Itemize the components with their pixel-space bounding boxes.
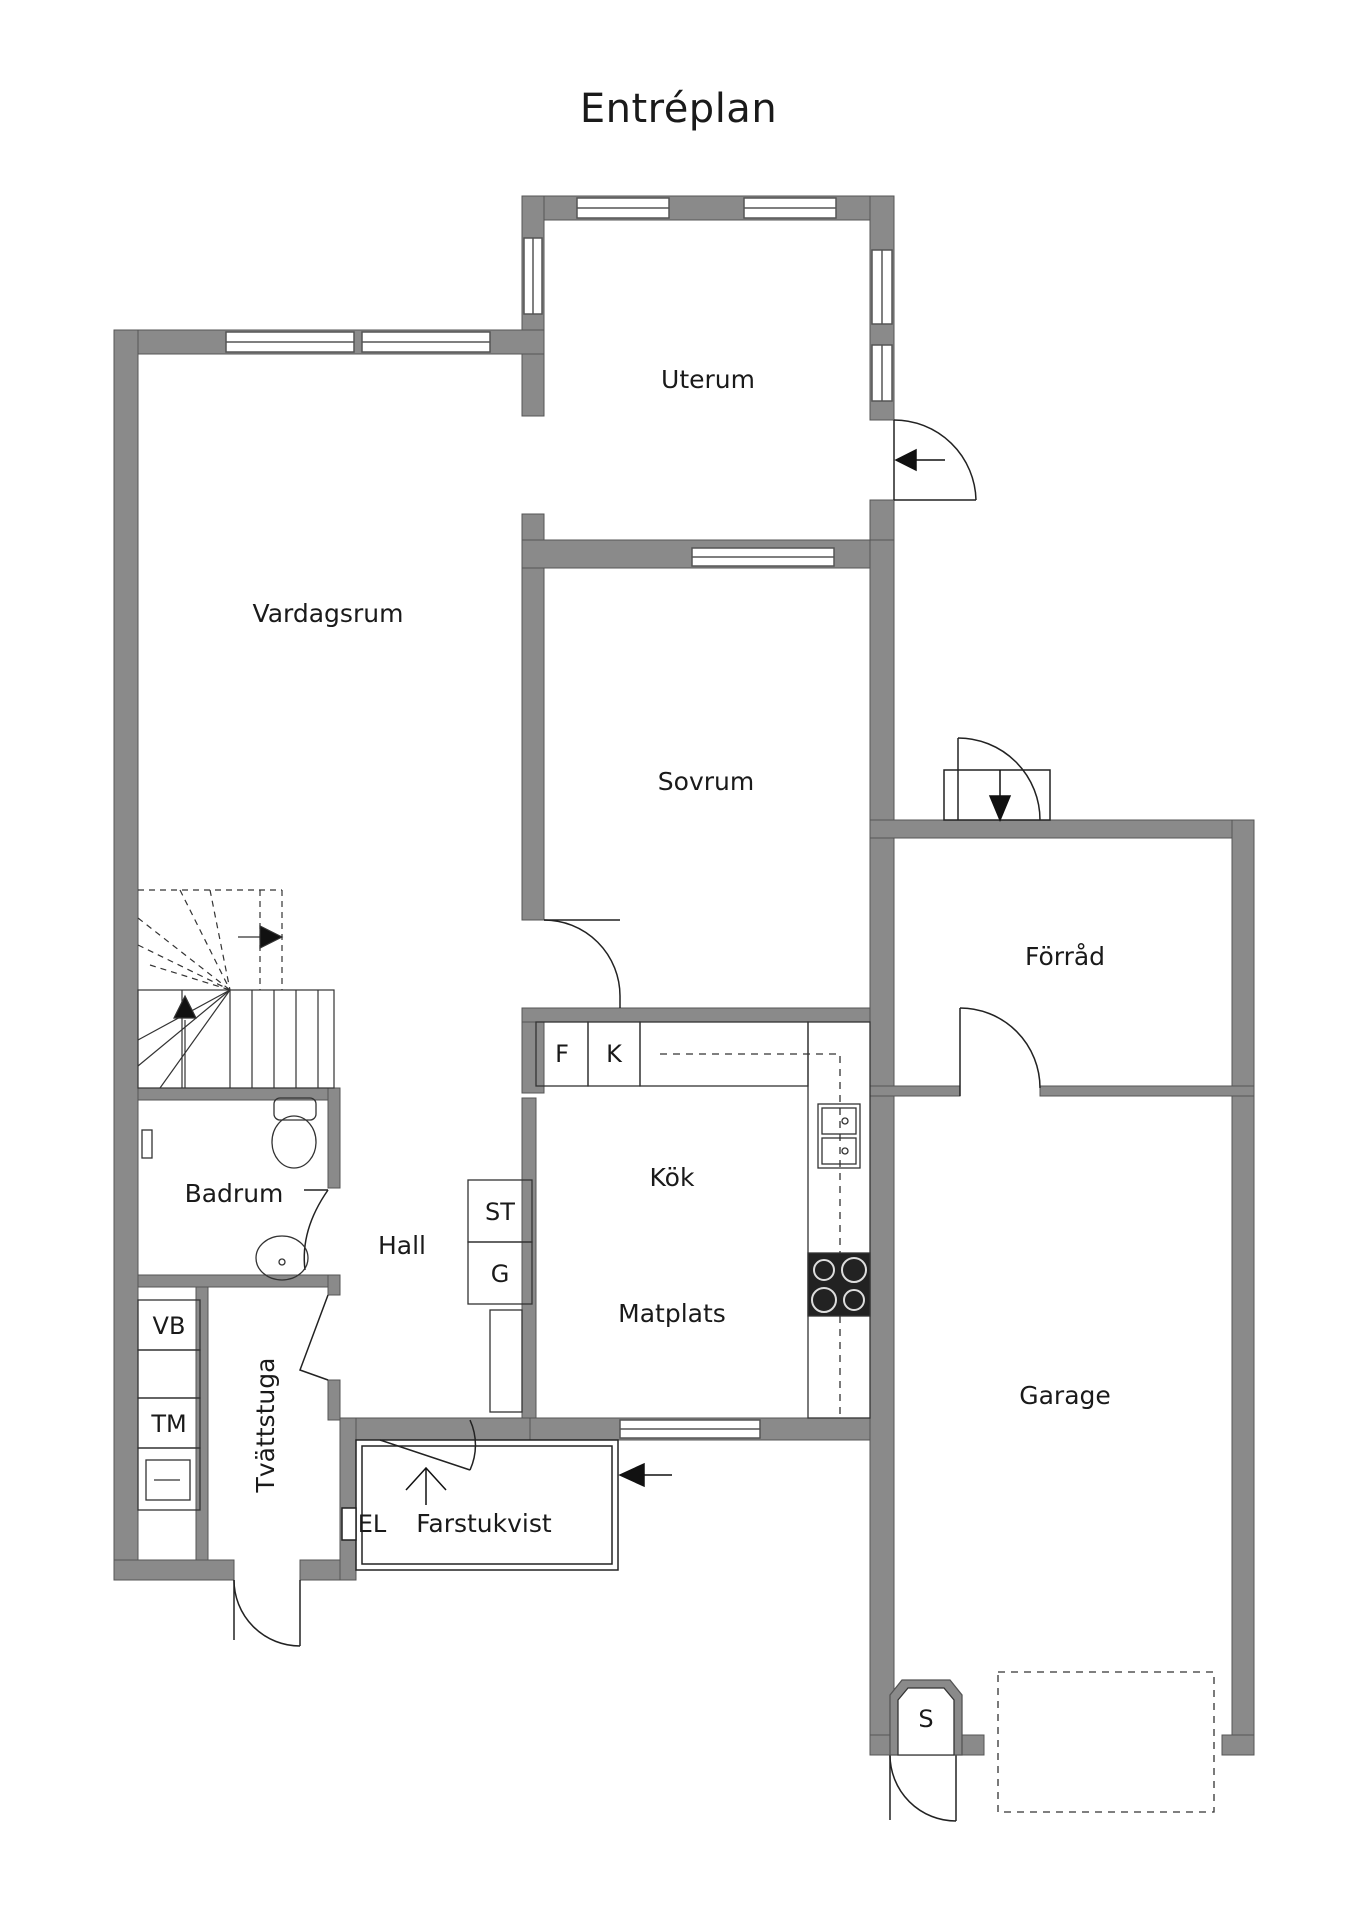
fixture-labels: F K ST G VB TM EL S [150,1040,933,1733]
bathroom-fixtures [137,1097,317,1511]
room-label-kok: Kök [650,1163,695,1192]
fixture-label-fridge: F [555,1040,569,1068]
room-label-farstukvist: Farstukvist [416,1509,552,1538]
room-label-matplats: Matplats [618,1299,726,1328]
room-label-vardagsrum: Vardagsrum [253,599,404,628]
room-label-uterum: Uterum [661,365,755,394]
room-label-sovrum: Sovrum [658,767,754,796]
staircase [137,889,335,1089]
farstukvist-outline [341,1439,619,1571]
page-title: Entréplan [579,86,778,132]
room-label-badrum: Badrum [185,1179,284,1208]
fixture-label-washer: VB [153,1312,186,1340]
room-label-forrad: Förråd [1025,942,1105,971]
doors [233,419,1051,1822]
fixture-label-freezer: K [606,1040,623,1068]
fixture-label-closet: S [918,1705,933,1733]
fixture-label-wardrobe: G [491,1260,510,1288]
fixture-label-storage: ST [485,1198,515,1226]
windows [225,197,893,1439]
room-label-garage: Garage [1019,1381,1111,1410]
room-labels: Uterum Vardagsrum Sovrum Förråd Kök Matp… [185,365,1111,1538]
garage-parking [889,1671,1215,1813]
fixture-label-tumble-dryer: TM [150,1410,186,1438]
kitchen-fixtures [467,1021,871,1419]
room-label-tvattstuga: Tvättstuga [251,1358,280,1494]
fixture-label-electrical: EL [358,1510,387,1538]
entry-arrows [405,448,1012,1505]
walls [113,195,1255,1756]
room-label-hall: Hall [378,1231,426,1260]
